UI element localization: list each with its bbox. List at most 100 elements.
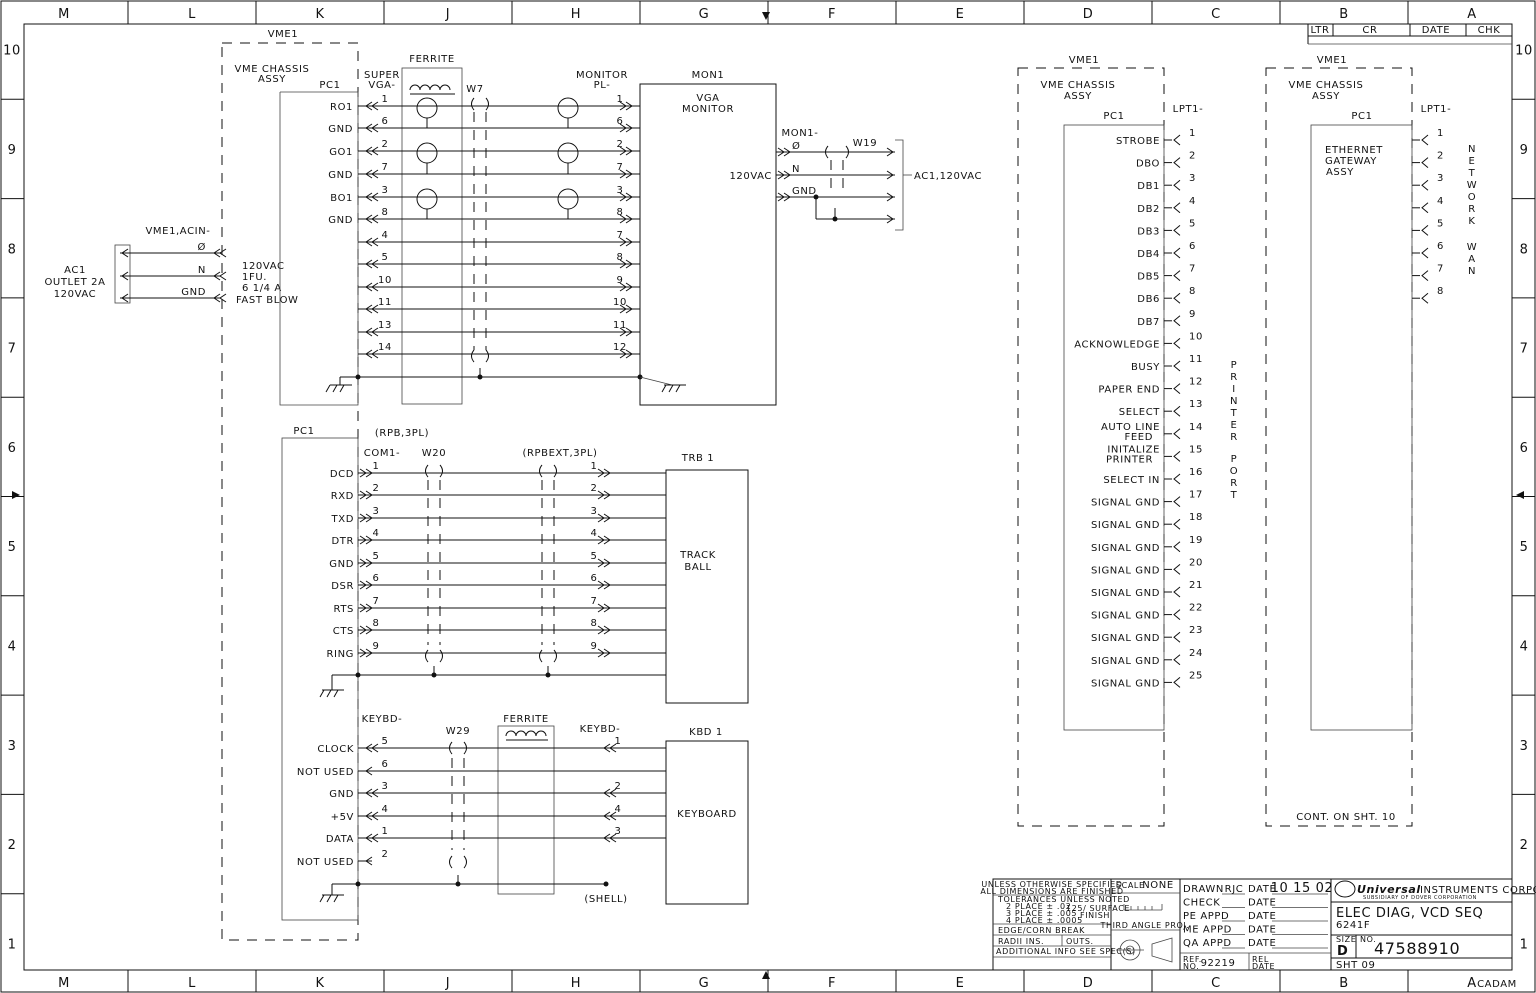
lpt-signal-label: SIGNAL GND bbox=[1091, 656, 1160, 667]
printer-port-side-label: P bbox=[1231, 454, 1238, 465]
zone-row-right: 9 bbox=[1520, 143, 1529, 158]
tb-rel-label-2: DATE bbox=[1252, 962, 1275, 971]
zone-col-bottom: M bbox=[58, 976, 70, 991]
lpt-pin-number: 6 bbox=[1189, 241, 1196, 252]
tb-no-label: NO. bbox=[1360, 935, 1376, 944]
printer-port-side-label: R bbox=[1230, 432, 1238, 443]
ground-symbol-icon bbox=[639, 376, 686, 393]
printer-port-side-label: E bbox=[1231, 420, 1238, 431]
zone-col-top: G bbox=[699, 7, 710, 22]
lpt-signal-label: DB4 bbox=[1137, 249, 1160, 260]
zone-col-top: M bbox=[58, 7, 70, 22]
network-wan-side-label: E bbox=[1469, 156, 1476, 167]
ac1-dest-label: AC1,120VAC bbox=[914, 171, 982, 182]
zone-row-left: 5 bbox=[8, 540, 17, 555]
trackball-label-2: BALL bbox=[684, 562, 711, 573]
lpt-pin-number: 19 bbox=[1189, 535, 1203, 546]
lpt-pin-number: 7 bbox=[1189, 264, 1196, 275]
eth-pin-row: 4 bbox=[1412, 196, 1443, 214]
vga-pin-right: 9 bbox=[617, 275, 624, 286]
tb-size-label: SIZE bbox=[1336, 935, 1356, 944]
lpt-pin-number: 25 bbox=[1189, 670, 1203, 681]
zone-row-left: 3 bbox=[8, 739, 17, 754]
vga-pin-left: 3 bbox=[382, 185, 389, 196]
vga-pin-right: 7 bbox=[617, 230, 624, 241]
vga-pin-left: 10 bbox=[378, 275, 392, 286]
zone-col-bottom: E bbox=[956, 976, 965, 991]
lpt-pin-number: 11 bbox=[1189, 354, 1203, 365]
tb-ref-label-2: NO. bbox=[1183, 962, 1199, 971]
lpt-signal-label: AUTO LINE bbox=[1101, 422, 1160, 433]
acin-pin-neutral: N bbox=[198, 265, 206, 276]
zone-col-top: L bbox=[188, 7, 196, 22]
printer-port-side-label: N bbox=[1230, 396, 1238, 407]
tb-role-label: QA APPD bbox=[1183, 938, 1232, 949]
serial-signal-label: RTS bbox=[334, 604, 354, 615]
vga-pin-right: 10 bbox=[613, 297, 627, 308]
serial-pin-left: 1 bbox=[373, 461, 380, 472]
zone-col-top: A bbox=[1467, 7, 1477, 22]
tb-sheet: SHT 09 bbox=[1336, 960, 1375, 971]
vga-pin-left: 4 bbox=[382, 230, 389, 241]
title-block: UNLESS OTHERWISE SPECIFIED ALL DIMENSION… bbox=[980, 878, 1536, 990]
keyboard-signal-label: DATA bbox=[326, 834, 354, 845]
w7-cable-label: W7 bbox=[466, 84, 483, 95]
zone-col-top: F bbox=[828, 7, 836, 22]
com1-label: COM1- bbox=[364, 448, 400, 459]
network-wan-side-label: N bbox=[1468, 144, 1476, 155]
tb-title-1: ELEC DIAG, VCD SEQ bbox=[1336, 906, 1483, 921]
zone-row-right: 2 bbox=[1520, 838, 1529, 853]
ferrite-top-label: FERRITE bbox=[409, 54, 455, 65]
keyboard-pin-left: 6 bbox=[382, 759, 389, 770]
lpt-pin-number: 17 bbox=[1189, 490, 1203, 501]
eth-pin-row: 7 bbox=[1412, 264, 1443, 281]
zone-row-right: 10 bbox=[1515, 44, 1533, 59]
eth-pin-number: 3 bbox=[1437, 173, 1444, 184]
acin-connector-label: VME1,ACIN- bbox=[145, 226, 210, 237]
ethernet-section: VME1 VME CHASSIS ASSY PC1 LPT1- ETHERNET… bbox=[1265, 55, 1478, 827]
tb-role-label: ME APPD bbox=[1183, 925, 1232, 936]
zone-col-top: K bbox=[315, 7, 324, 22]
vga-monitor: MON1 VGA MONITOR 120VAC MON1- W19 AC1,12… bbox=[639, 70, 982, 406]
acin-pin-gnd: GND bbox=[181, 287, 206, 298]
fuse-label-3: 6 1/4 A bbox=[242, 283, 282, 294]
eth-pin-number: 6 bbox=[1437, 241, 1444, 252]
monitor-power-pin: N bbox=[792, 164, 800, 175]
kbd-ref: KBD 1 bbox=[689, 727, 723, 738]
rev-cr: CR bbox=[1362, 25, 1377, 36]
zone-col-top: E bbox=[956, 7, 965, 22]
lpt-pin-number: 3 bbox=[1189, 173, 1196, 184]
tb-note-11: OUTS. bbox=[1066, 937, 1094, 946]
pc1-top-label: PC1 bbox=[319, 80, 340, 91]
network-wan-side-label: W bbox=[1467, 180, 1478, 191]
eth-pin-row: 1 bbox=[1412, 128, 1443, 146]
lpt-pin-number: 23 bbox=[1189, 625, 1203, 636]
tb-note-7: 125/ SURFACE bbox=[1066, 904, 1130, 913]
lpt1-printer-label: LPT1- bbox=[1173, 104, 1204, 115]
vga-pin-left: 14 bbox=[378, 342, 392, 353]
eth-vme-ref: VME1 bbox=[1317, 55, 1348, 66]
monitor-ref: MON1 bbox=[692, 70, 725, 81]
lpt-signal-label: DB2 bbox=[1137, 204, 1160, 215]
lpt-pin-number: 24 bbox=[1189, 648, 1203, 659]
vga-pin-left: 1 bbox=[382, 94, 389, 105]
lpt-pin-number: 14 bbox=[1189, 422, 1203, 433]
zone-row-right: 4 bbox=[1520, 639, 1529, 654]
tb-dwg-no: 47588910 bbox=[1374, 939, 1460, 958]
zone-row-left: 4 bbox=[8, 639, 17, 654]
keyboard-label: KEYBOARD bbox=[677, 809, 737, 820]
